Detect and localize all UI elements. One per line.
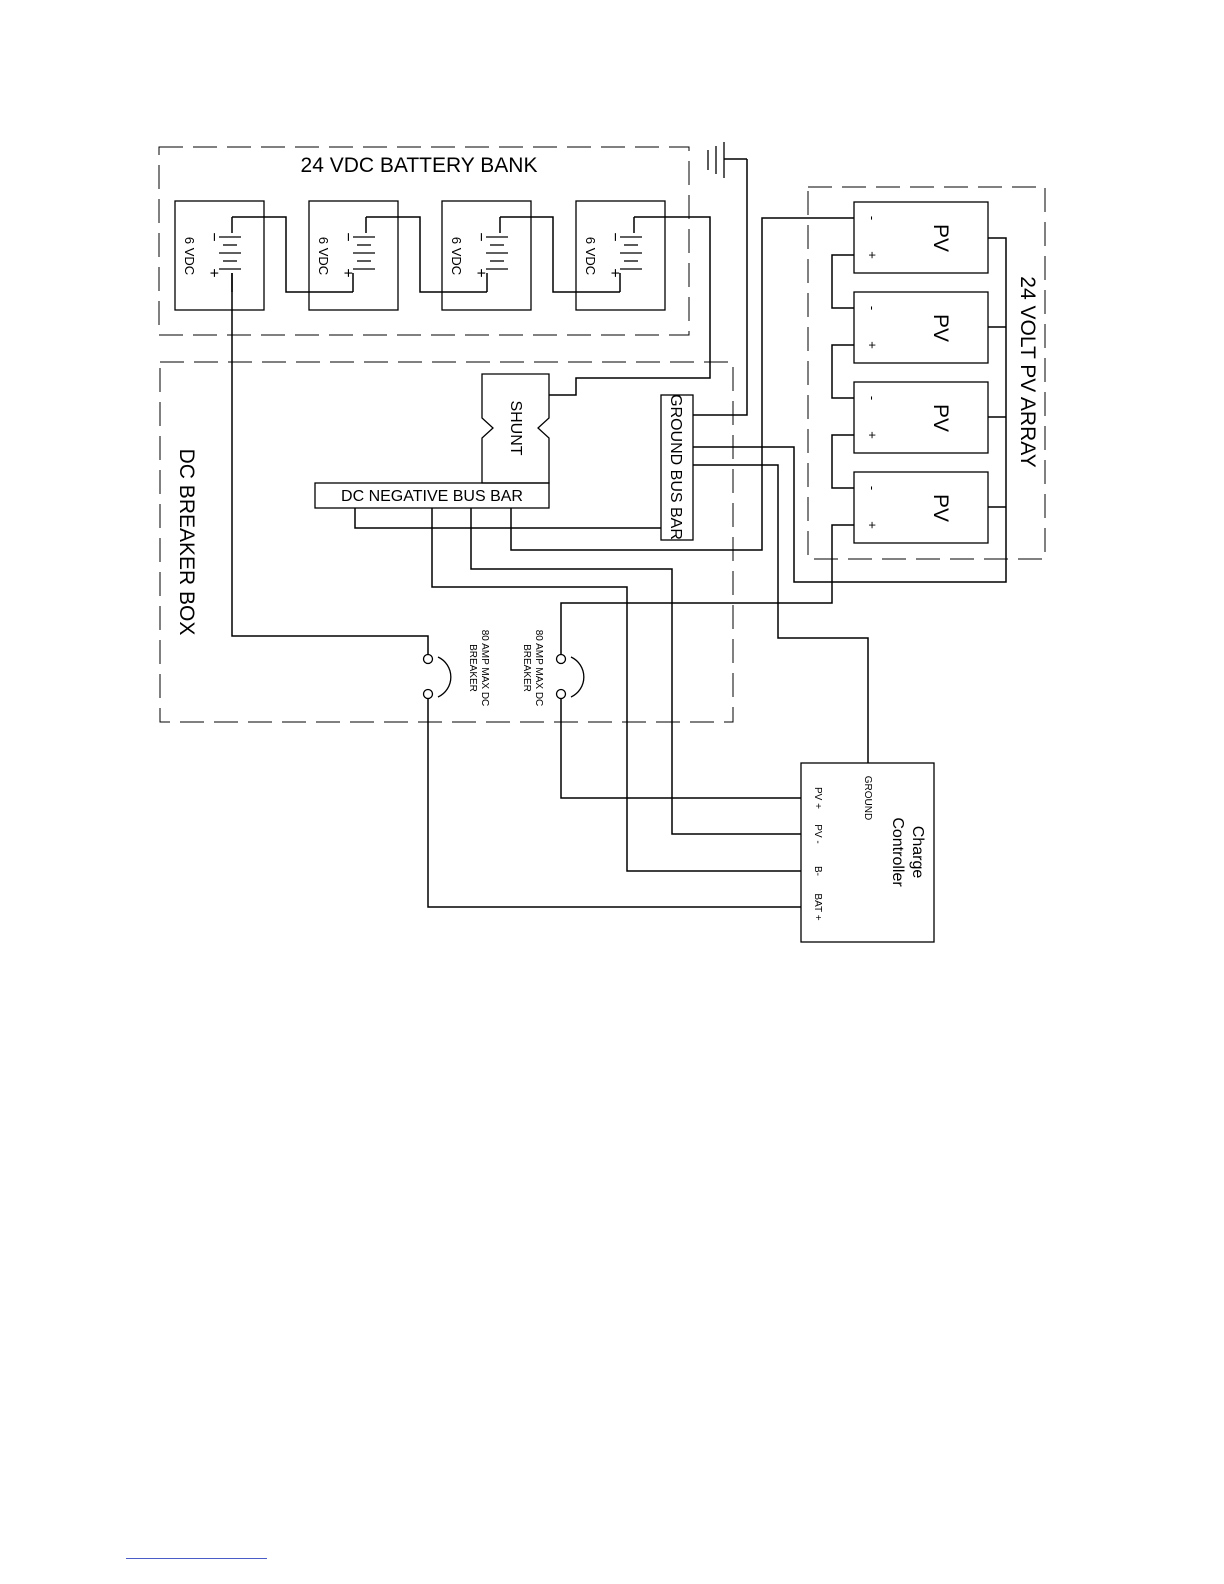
battery-voltage-label: 6 VDC bbox=[583, 237, 598, 275]
controller-pv-neg-wire bbox=[471, 508, 801, 834]
pv-series-wire bbox=[832, 345, 854, 398]
pv-panel: PV - + bbox=[854, 202, 988, 273]
shunt: SHUNT bbox=[482, 374, 549, 483]
controller-ground-wire bbox=[693, 465, 868, 763]
shunt-label: SHUNT bbox=[507, 400, 524, 455]
pv-panel-neg-label: - bbox=[865, 486, 880, 490]
battery-series-wire bbox=[232, 217, 353, 292]
breaker-box-enclosure bbox=[160, 362, 733, 722]
terminal-b-neg-label: B- bbox=[812, 866, 823, 876]
pv-positive-wire bbox=[561, 525, 854, 654]
charge-controller: Charge Controller GROUND PV + PV - B- BA… bbox=[801, 763, 934, 942]
breaker-rating-label: 80 AMP MAX DC bbox=[479, 630, 490, 707]
pv-panel-label: PV bbox=[929, 494, 952, 522]
pv-series-wire bbox=[832, 435, 854, 488]
breaker: 80 AMP MAX DC BREAKER bbox=[521, 630, 584, 707]
pv-panel-neg-label: - bbox=[865, 396, 880, 400]
battery-neg-label: − bbox=[606, 232, 623, 241]
pv-panel-label: PV bbox=[929, 314, 952, 342]
ground-bus-bar: GROUND BUS BAR bbox=[661, 394, 693, 540]
pv-array-enclosure bbox=[808, 187, 1045, 559]
battery-neg-label: − bbox=[339, 232, 356, 241]
battery-series-wire bbox=[500, 217, 620, 292]
pv-array-title: 24 VOLT PV ARRAY bbox=[1016, 276, 1039, 467]
terminal-bat-pos-label: BAT + bbox=[812, 893, 823, 920]
pv-panel-pos-label: + bbox=[865, 521, 880, 529]
earth-ground-icon bbox=[708, 142, 747, 178]
battery-bank-title: 24 VDC BATTERY BANK bbox=[301, 154, 538, 177]
battery-positive-wire bbox=[232, 273, 428, 654]
pv-panel: PV - + bbox=[854, 382, 988, 453]
battery-voltage-label: 6 VDC bbox=[182, 237, 197, 275]
pv-panel: PV - + bbox=[854, 292, 988, 363]
battery-neg-label: − bbox=[472, 232, 489, 241]
battery-voltage-label: 6 VDC bbox=[316, 237, 331, 275]
battery-neg-label: − bbox=[205, 232, 222, 241]
breaker-name-label: BREAKER bbox=[467, 644, 478, 692]
pv-series-wire bbox=[832, 255, 854, 308]
pv-panel-pos-label: + bbox=[865, 251, 880, 259]
bus-bond-wire bbox=[355, 508, 661, 528]
earth-ground-wire bbox=[693, 159, 747, 415]
ground-bus-bar-label: GROUND BUS BAR bbox=[667, 394, 684, 540]
terminal-ground-label: GROUND bbox=[862, 776, 873, 820]
breaker: 80 AMP MAX DC BREAKER bbox=[424, 630, 491, 707]
pv-frame-ground-wire bbox=[693, 238, 1006, 582]
breaker-box-title: DC BREAKER BOX bbox=[175, 449, 198, 636]
pv-panel: PV - + bbox=[854, 472, 988, 543]
dc-negative-bus-bar: DC NEGATIVE BUS BAR bbox=[315, 483, 549, 508]
controller-title-line1: Charge bbox=[909, 826, 926, 879]
pv-array: 24 VOLT PV ARRAY PV - + PV - + PV - + PV… bbox=[808, 187, 1045, 559]
pv-panel-pos-label: + bbox=[865, 341, 880, 349]
pv-panel-neg-label: - bbox=[865, 306, 880, 310]
pv-panel-neg-label: - bbox=[865, 216, 880, 220]
controller-pv-pos-wire bbox=[561, 699, 801, 798]
dc-breaker-box: DC BREAKER BOX SHUNT DC NEGATIVE BUS BAR… bbox=[160, 362, 733, 722]
breaker-rating-label: 80 AMP MAX DC bbox=[533, 630, 544, 707]
neg-bus-bar-label: DC NEGATIVE BUS BAR bbox=[341, 488, 523, 505]
pv-panel-label: PV bbox=[929, 404, 952, 432]
footnote-separator bbox=[126, 1558, 267, 1559]
breaker-name-label: BREAKER bbox=[521, 644, 532, 692]
battery-negative-wire bbox=[549, 217, 710, 395]
terminal-pv-pos-label: PV + bbox=[812, 787, 823, 809]
controller-title-line2: Controller bbox=[889, 817, 906, 887]
pv-panel-pos-label: + bbox=[865, 431, 880, 439]
battery-bank: 24 VDC BATTERY BANK 6 VDC − + 6 VDC − + bbox=[159, 147, 689, 335]
pv-panel-label: PV bbox=[929, 224, 952, 252]
battery-series-wire bbox=[366, 217, 487, 292]
battery-pos-label: + bbox=[205, 268, 222, 277]
controller-bat-pos-wire bbox=[428, 699, 801, 907]
terminal-pv-neg-label: PV - bbox=[812, 824, 823, 843]
battery-voltage-label: 6 VDC bbox=[449, 237, 464, 275]
